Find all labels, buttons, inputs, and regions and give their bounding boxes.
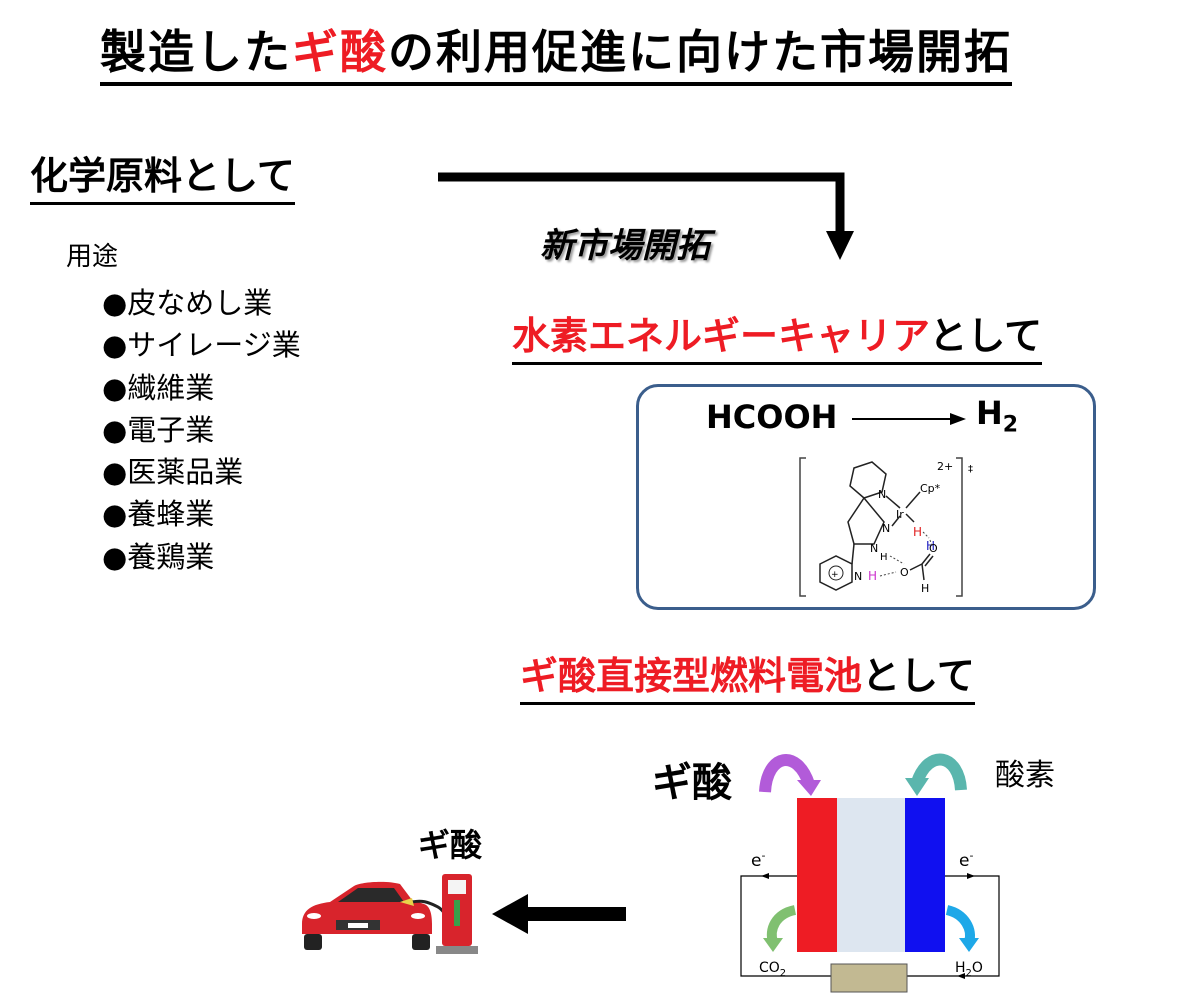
h2o-label: H2O [955, 960, 983, 979]
list-item: ●養鶏業 [102, 539, 215, 574]
co2-output-arrow [766, 905, 797, 944]
svg-text:O: O [900, 566, 909, 579]
station-formic-acid-label: ギ酸 [418, 826, 483, 864]
list-item: ●養蜂業 [102, 497, 215, 532]
svg-text:H: H [913, 525, 922, 539]
new-market-arrow [438, 172, 854, 260]
svg-text:N: N [878, 488, 886, 501]
title-part3: の利用促進に向けた市場開拓 [388, 25, 1012, 79]
hydrogen-heading-red: 水素エネルギーキャリア [512, 314, 930, 358]
list-item: ●繊維業 [102, 370, 215, 405]
uses-heading: 用途 [66, 242, 119, 272]
svg-text:N: N [854, 570, 862, 583]
load [830, 963, 908, 993]
hydrogen-heading-black: として [929, 314, 1043, 358]
fuel-cell-diagram: e- e- CO2 H2O [740, 753, 1000, 993]
svg-text:H: H [868, 569, 877, 583]
fuelcell-heading-red: ギ酸直接型燃料電池 [520, 654, 863, 698]
anode [797, 798, 837, 952]
svg-text:H: H [926, 539, 935, 553]
list-item: ●サイレージ業 [102, 328, 301, 363]
new-market-label: 新市場開拓 [540, 226, 710, 266]
formic-acid-input-arrow [759, 754, 815, 793]
svg-text:N: N [882, 522, 890, 535]
list-item: ●医薬品業 [102, 455, 244, 490]
svg-text:H: H [880, 552, 888, 563]
svg-text:N: N [870, 542, 878, 555]
svg-text:H: H [921, 582, 929, 595]
fuel-pump-icon [436, 874, 478, 954]
iridium-label: Ir [896, 508, 904, 521]
formula-arrow [852, 413, 966, 425]
iridium-complex-structure: 2+ ‡ N Ir Cp* N N H H H + N H O O H [799, 457, 973, 597]
electron-label-left: e- [751, 849, 765, 871]
title-part1: 製造した [100, 25, 292, 79]
fuelcell-oxygen-label: 酸素 [995, 758, 1055, 793]
page-title: 製造したギ酸の利用促進に向けた市場開拓 [100, 22, 1012, 86]
fuelcell-heading-black: として [862, 654, 975, 698]
complex-dagger: ‡ [968, 464, 973, 475]
hydrogen-box [636, 384, 1096, 610]
car-icon [302, 881, 432, 950]
fuelcell-formic-acid-label: ギ酸 [652, 760, 732, 806]
svg-text:+: + [831, 570, 839, 580]
co2-label: CO2 [759, 960, 786, 979]
membrane [837, 798, 905, 952]
h2o-output-arrow [945, 905, 975, 944]
formula-reactant: HCOOH [706, 398, 838, 436]
chemical-heading: 化学原料として [30, 150, 295, 205]
electron-label-right: e- [959, 849, 973, 871]
fuelcell-heading: ギ酸直接型燃料電池として [520, 650, 975, 705]
oxygen-input-arrow [911, 753, 967, 791]
formula-product: H2 [976, 394, 1019, 438]
hydrogen-heading: 水素エネルギーキャリアとして [512, 310, 1043, 365]
cathode [905, 798, 945, 952]
title-formic-acid: ギ酸 [292, 25, 388, 79]
cp-label: Cp* [920, 482, 941, 495]
complex-charge: 2+ [937, 460, 953, 473]
uses-list: ●皮なめし業 ●サイレージ業 ●繊維業 ●電子業 ●医薬品業 ●養蜂業 ●養鶏業 [102, 282, 301, 578]
svg-text:O: O [929, 542, 938, 555]
list-item: ●皮なめし業 [102, 286, 273, 320]
to-station-arrow [492, 894, 626, 934]
car-and-station-illustration [302, 874, 478, 954]
list-item: ●電子業 [102, 412, 215, 447]
